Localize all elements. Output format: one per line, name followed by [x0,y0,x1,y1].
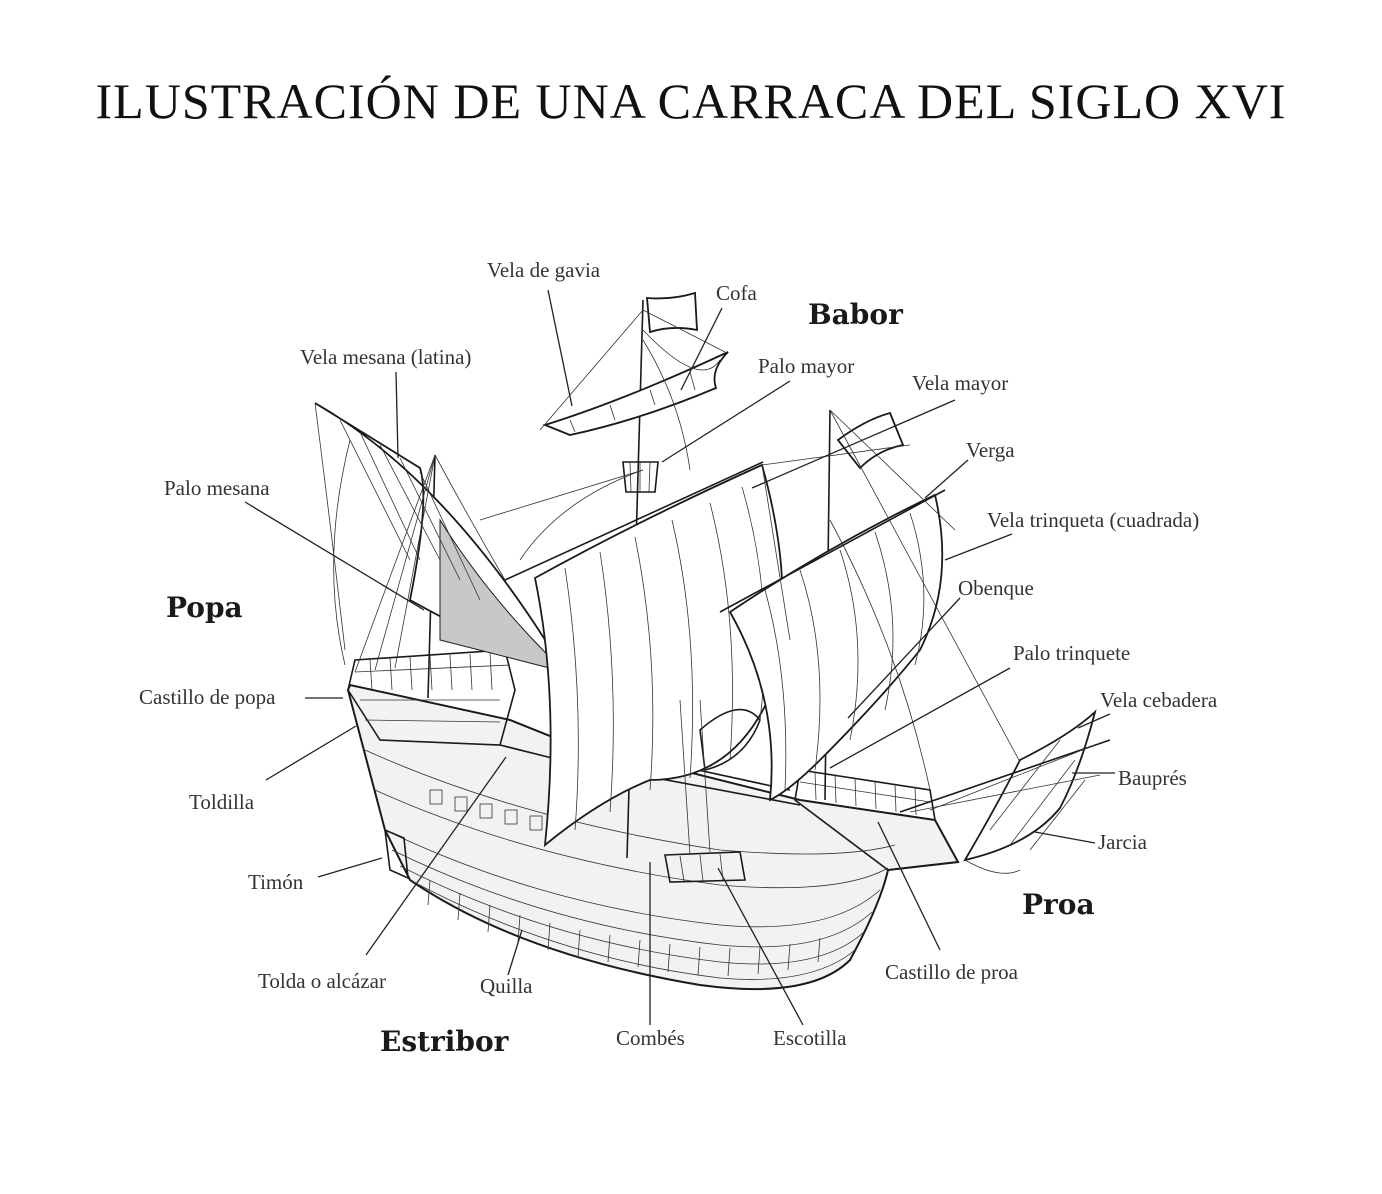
forecastle-railing [814,771,917,816]
label-escotilla: Escotilla [773,1026,847,1050]
label-obenque: Obenque [958,576,1034,600]
label-palo-mayor: Palo mayor [758,354,854,378]
label-cofa: Cofa [716,281,758,305]
topsail [542,351,729,436]
rudder [384,828,409,880]
fore-yard [719,489,946,613]
fore-sail-panels [764,512,925,791]
label-vela-trinqueta: Vela trinqueta (cuadrada) [987,508,1199,532]
label-jarcia: Jarcia [1098,830,1148,854]
label-timon: Timón [248,870,304,894]
mizzen-sail-hatching [339,419,481,601]
label-vela-cebadera: Vela cebadera [1100,688,1218,712]
label-castillo-de-popa: Castillo de popa [139,685,276,709]
label-toldilla: Toldilla [189,790,255,814]
label-vela-mesana: Vela mesana (latina) [300,345,471,369]
direction-babor: Babor [808,298,904,331]
label-castillo-de-proa: Castillo de proa [885,960,1019,984]
sterncastle [347,649,516,746]
label-tolda-alcazar: Tolda o alcázar [258,969,386,993]
label-combes: Combés [616,1026,685,1050]
sterncastle-railing [369,651,493,691]
label-quilla: Quilla [480,974,533,998]
spritsail [963,709,1097,862]
crows-nest [622,461,659,493]
ship-illustration [314,291,1111,991]
direction-proa: Proa [1022,888,1095,921]
label-vela-de-gavia: Vela de gavia [487,258,601,282]
ship-hull [346,683,960,991]
hull-hatching [427,879,821,977]
direction-estribor: Estribor [380,1025,510,1058]
label-verga: Verga [966,438,1015,462]
fore-sail [728,493,944,802]
label-baupres: Bauprés [1118,766,1187,790]
hatch [664,851,746,883]
main-sail [533,463,784,848]
bowsprit [899,739,1111,813]
label-palo-trinquete: Palo trinquete [1013,641,1130,665]
main-yard [504,461,764,581]
diagram-title: ILUSTRACIÓN DE UNA CARRACA DEL SIGLO XVI [95,73,1287,129]
rigging-lines [314,309,1101,874]
direction-popa: Popa [166,591,243,624]
leader-lines [244,289,1115,1026]
main-flag [646,291,698,334]
stern-windows [429,789,543,831]
label-palo-mesana: Palo mesana [164,476,270,500]
fore-flag [836,411,905,470]
label-vela-mayor: Vela mayor [912,371,1008,395]
